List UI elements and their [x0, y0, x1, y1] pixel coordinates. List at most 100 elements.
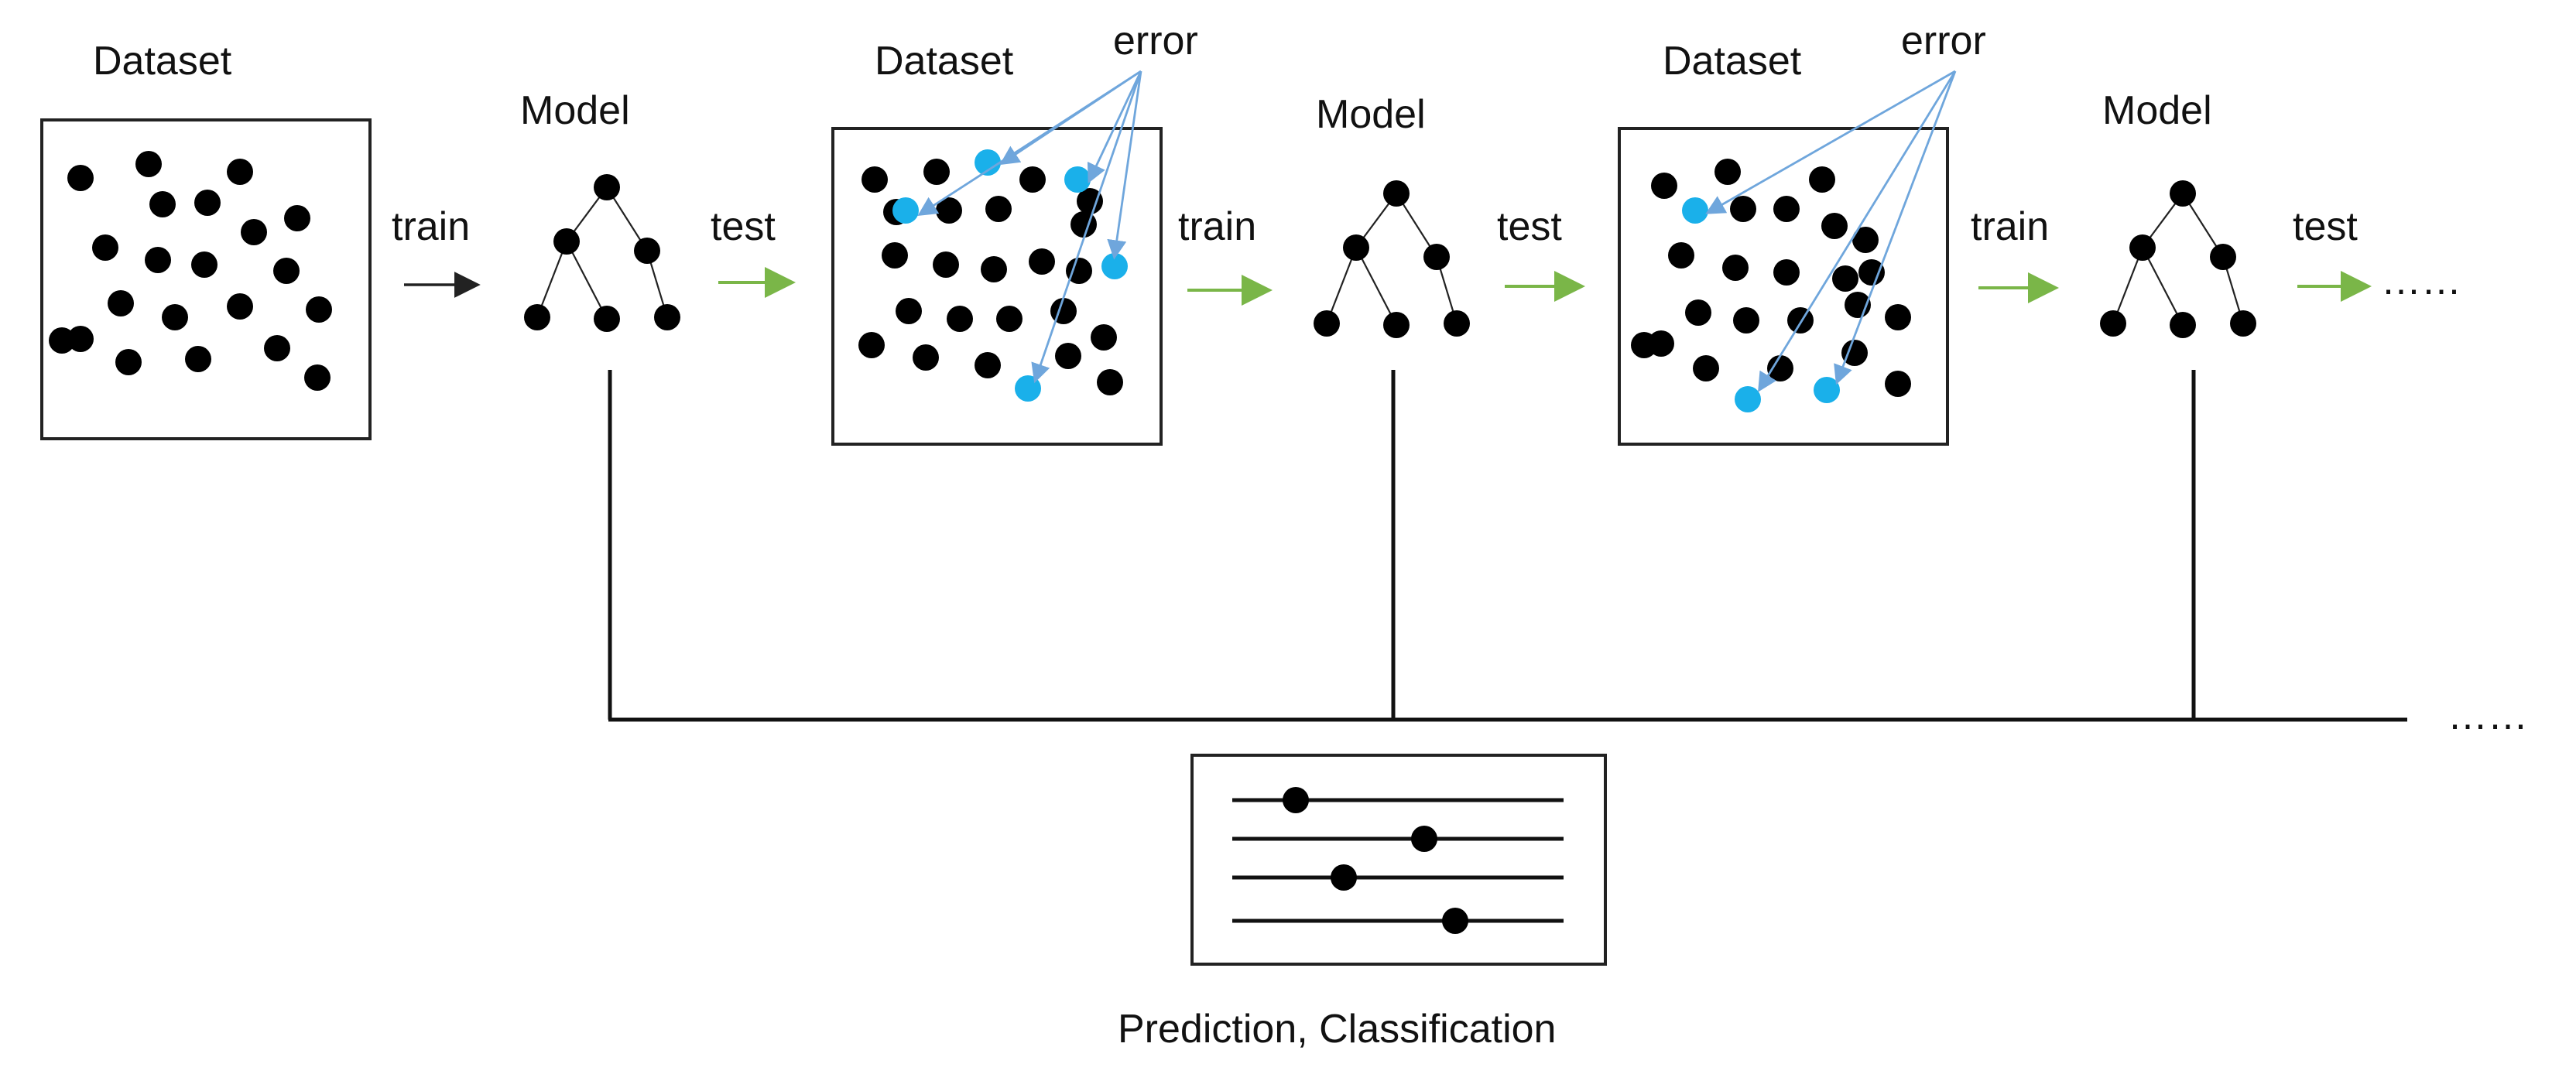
- model-2-node-3: [1423, 244, 1450, 270]
- dataset-2-point-8: [1070, 211, 1097, 238]
- dataset-2-point-3: [1019, 166, 1046, 193]
- model-3-node-3: [2210, 244, 2236, 270]
- dataset-1-point-1: [67, 165, 94, 191]
- dataset-3-points: [1631, 159, 1911, 412]
- dataset-1-point-17: [115, 349, 142, 375]
- prediction-marker-3: [1331, 864, 1357, 891]
- dataset-3-point-22: [1631, 332, 1657, 358]
- model-3-edge-4: [2142, 247, 2184, 326]
- dataset-2-point-17: [1050, 298, 1077, 324]
- dataset-2-error-point-4: [1101, 253, 1128, 279]
- dataset-2-point-16: [996, 306, 1023, 332]
- dataset-3-point-9: [1821, 213, 1848, 239]
- dataset-3-point-4: [1730, 196, 1756, 222]
- dataset-2-error-point-1: [975, 149, 1001, 176]
- model-3-tree: [2100, 180, 2256, 338]
- dataset-3-point-7: [1722, 255, 1749, 281]
- prediction-marker-4: [1442, 908, 1468, 934]
- model-2-edge-3: [1325, 247, 1358, 324]
- dataset-2-point-14: [896, 298, 922, 324]
- test-label-2: test: [1497, 204, 1562, 249]
- dataset-3-error-point-3: [1814, 377, 1840, 403]
- model-2-edge-4: [1355, 247, 1397, 326]
- model-2-node-6: [1444, 310, 1470, 337]
- dataset-2-point-6: [936, 197, 962, 224]
- dataset-3-point-6: [1668, 242, 1694, 269]
- dataset-1-point-8: [145, 247, 171, 273]
- test-label-3: test: [2293, 204, 2358, 249]
- dataset-2-point-7: [985, 196, 1012, 222]
- dataset-1-point-7: [92, 234, 118, 261]
- model-3-node-6: [2230, 310, 2256, 337]
- dataset-1-point-12: [108, 290, 134, 316]
- train-label-1: train: [392, 204, 470, 249]
- model-3-title: Model: [2102, 88, 2212, 133]
- train-label-3: train: [1971, 204, 2049, 249]
- prediction-lines: [1232, 787, 1564, 934]
- dataset-2-point-2: [923, 159, 950, 185]
- dataset-1-point-10: [241, 219, 267, 245]
- dataset-2-error-point-5: [1015, 375, 1041, 402]
- dataset-1-point-15: [306, 296, 332, 323]
- prediction-caption: Prediction, Classification: [1118, 1007, 1556, 1052]
- model-3-node-4: [2100, 310, 2126, 337]
- dataset-3-point-3: [1809, 166, 1835, 193]
- dataset-2-point-22: [1055, 343, 1081, 369]
- dataset-2-point-19: [858, 332, 885, 358]
- dataset-2-error-point-3: [892, 197, 919, 224]
- model-1-node-5: [594, 306, 620, 332]
- dataset-2-point-13: [1066, 258, 1092, 284]
- dataset-1-point-4: [149, 191, 176, 217]
- dataset-1-title: Dataset: [93, 39, 232, 84]
- model-2-title: Model: [1316, 92, 1426, 137]
- prediction-marker-2: [1411, 826, 1437, 852]
- dataset-3-error-point-1: [1682, 197, 1708, 224]
- dataset-3-error-pointers: [1705, 70, 1957, 392]
- dataset-3-point-14: [1787, 307, 1814, 334]
- dataset-3-point-21: [1885, 371, 1911, 397]
- dataset-1-point-21: [49, 327, 75, 354]
- dataset-2-point-20: [913, 344, 939, 371]
- model-1-node-1: [594, 174, 620, 200]
- model-1-edge-3: [536, 241, 568, 318]
- model-2-node-2: [1343, 234, 1369, 261]
- dataset-1-point-2: [135, 151, 162, 177]
- dataset-1-point-20: [304, 364, 331, 391]
- dataset-1-point-11: [273, 258, 300, 284]
- model-2-tree: [1314, 180, 1470, 338]
- continuation-ellipsis-top: ……: [2381, 258, 2461, 303]
- dataset-2-error-pointer-3: [1087, 70, 1142, 184]
- dataset-3-point-11: [1858, 259, 1885, 286]
- dataset-3-point-20: [1841, 340, 1868, 366]
- dataset-2-error-pointers: [917, 70, 1142, 384]
- dataset-2-title: Dataset: [875, 39, 1014, 84]
- dataset-3-error-pointer-1: [1705, 70, 1956, 214]
- prediction-panel: [1190, 754, 1607, 966]
- dataset-2-error-pointer-2: [999, 70, 1142, 166]
- dataset-3-point-16: [1885, 304, 1911, 330]
- model-3-node-5: [2170, 312, 2196, 338]
- dataset-1-point-19: [264, 335, 290, 361]
- dataset-3-point-8: [1773, 259, 1800, 286]
- dataset-2-point-18: [1091, 324, 1117, 351]
- dataset-2-error-pointer-5: [1031, 70, 1142, 384]
- dataset-3-point-5: [1773, 196, 1800, 222]
- dataset-3-point-18: [1693, 355, 1719, 381]
- dataset-2-points: [858, 149, 1128, 402]
- dataset-1-points: [49, 151, 332, 391]
- dataset-3-point-23: [1832, 265, 1858, 292]
- model-1-node-2: [553, 228, 580, 255]
- dataset-1-point-14: [227, 293, 253, 320]
- dataset-2-point-12: [1029, 248, 1055, 275]
- dataset-1-point-3: [227, 159, 253, 185]
- model-1-node-4: [524, 304, 550, 330]
- dataset-2-point-4: [1077, 188, 1103, 214]
- dataset-1-point-18: [185, 346, 211, 372]
- model-3-node-1: [2170, 180, 2196, 207]
- dataset-2-point-9: [882, 242, 908, 269]
- model-1-tree: [524, 174, 680, 332]
- prediction-marker-1: [1283, 787, 1309, 813]
- test-label-1: test: [711, 204, 776, 249]
- dataset-1-point-13: [162, 304, 188, 330]
